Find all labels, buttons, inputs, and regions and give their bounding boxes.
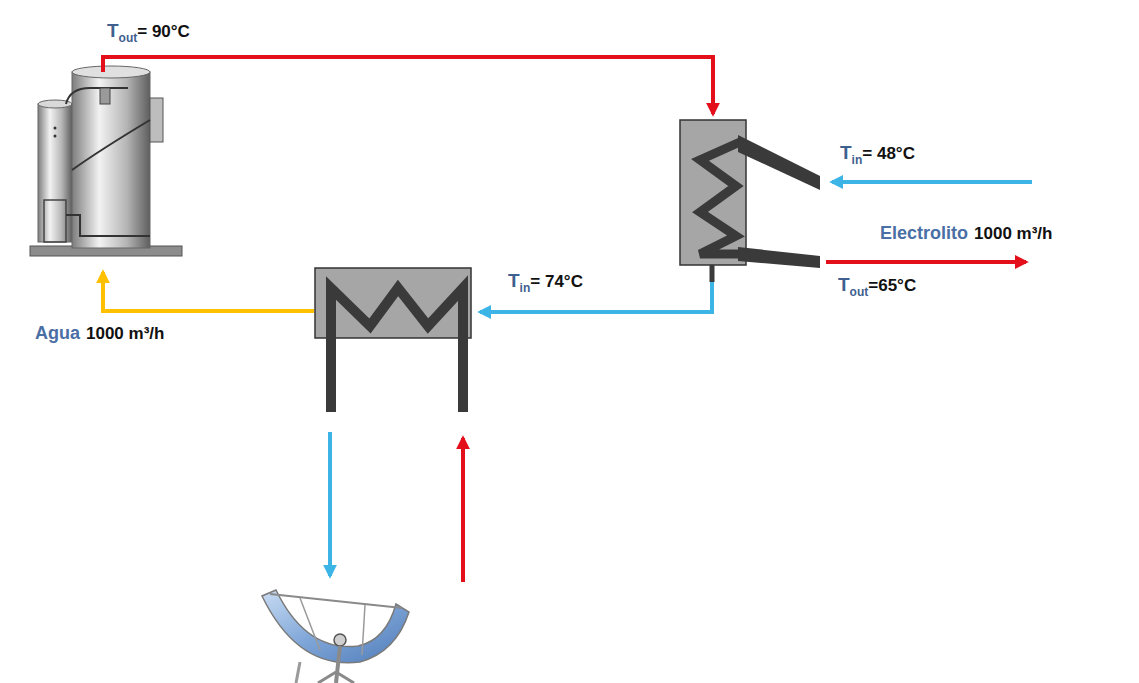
label-text: =65°C [868, 276, 916, 295]
subscript-label: out [119, 31, 138, 45]
subscript-label: in [520, 281, 531, 295]
label-text: = 74°C [530, 272, 583, 291]
label-text: T [840, 142, 852, 163]
solar-supply-arrow [328, 432, 332, 576]
hot-water-pipe [103, 57, 713, 114]
temperature-label: Tin= 48°C [840, 142, 915, 171]
subscript-label: out [850, 285, 869, 299]
label-text: = 48°C [862, 144, 915, 163]
electrolyte-outlet-arrow [826, 260, 1026, 264]
temperature-label: Tout= 90°C [107, 20, 190, 49]
label-text: T [107, 20, 119, 41]
label-text: T [508, 270, 520, 291]
temperature-label: Tin= 74°C [508, 270, 583, 299]
label-text: 1000 m³/h [974, 224, 1052, 243]
label-text: 1000 m³/h [86, 324, 164, 343]
flow-label: Agua 1000 m³/h [35, 322, 164, 345]
boiler-illustration [30, 66, 182, 256]
flow-label: Electrolito 1000 m³/h [880, 222, 1052, 245]
label-text: Agua [35, 323, 80, 343]
heat-exchanger [315, 268, 471, 412]
electrolyte-inlet-arrow [832, 180, 1032, 184]
subscript-label: in [852, 153, 863, 167]
water-pipe [103, 272, 314, 311]
heat-exchanger [680, 120, 820, 282]
label-text: = 90°C [137, 22, 190, 41]
temperature-label: Tout=65°C [838, 274, 916, 303]
label-text: T [838, 274, 850, 295]
solar-collector-illustration [262, 590, 409, 683]
label-text: Electrolito [880, 223, 968, 243]
solar-return-arrow [461, 438, 465, 582]
